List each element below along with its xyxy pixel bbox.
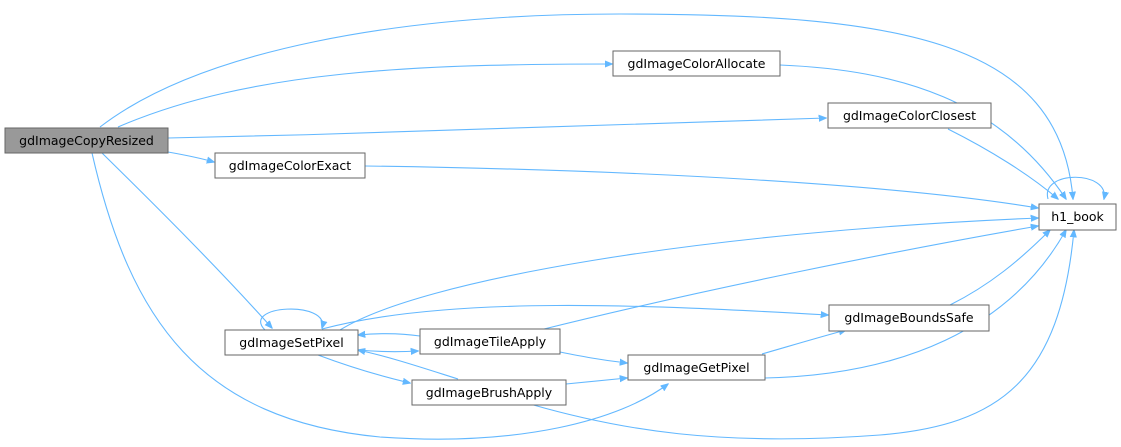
node-label: gdImageBoundsSafe bbox=[844, 310, 974, 325]
edge-copyresized-to-getpixel bbox=[91, 152, 668, 440]
node-gdimagecolorclosest[interactable]: gdImageColorClosest bbox=[827, 102, 992, 129]
edge-brushapply-to-setpixel bbox=[358, 350, 459, 380]
node-gdimagesetpixel[interactable]: gdImageSetPixel bbox=[224, 329, 359, 356]
edge-setpixel-to-brushapply bbox=[317, 354, 410, 383]
edge-copyresized-to-h1book bbox=[99, 13, 1073, 199]
node-gdimageboundssafe[interactable]: gdImageBoundsSafe bbox=[828, 304, 990, 332]
node-label: gdImageColorAllocate bbox=[628, 56, 766, 71]
edge-colorexact-to-h1book bbox=[364, 165, 1038, 208]
graph-edges bbox=[91, 13, 1104, 440]
node-label: gdImageSetPixel bbox=[239, 335, 343, 350]
edge-setpixel-to-tileapply bbox=[357, 350, 418, 352]
node-gdimagecolorallocate[interactable]: gdImageColorAllocate bbox=[612, 50, 781, 77]
edge-getpixel-to-h1book bbox=[764, 230, 1066, 379]
graph-nodes: gdImageCopyResized gdImageColorAllocate … bbox=[4, 50, 1117, 406]
node-gdimagegetpixel[interactable]: gdImageGetPixel bbox=[627, 354, 766, 381]
node-label: gdImageColorExact bbox=[229, 158, 351, 173]
edge-boundssafe-to-h1book bbox=[949, 230, 1050, 306]
node-label: gdImageGetPixel bbox=[643, 360, 749, 375]
edge-brushapply-to-h1book bbox=[529, 230, 1074, 440]
edge-setpixel-to-boundssafe bbox=[321, 304, 828, 330]
edge-copyresized-to-colorallocate bbox=[117, 64, 612, 128]
edge-setpixel-self bbox=[260, 308, 323, 331]
node-label: gdImageColorClosest bbox=[843, 108, 976, 123]
node-label: gdImageCopyResized bbox=[19, 133, 154, 148]
edge-h1book-self bbox=[1046, 176, 1104, 199]
node-gdimagetileapply[interactable]: gdImageTileApply bbox=[419, 328, 561, 355]
edge-copyresized-to-colorclosest bbox=[167, 118, 826, 139]
edge-brushapply-to-getpixel bbox=[565, 378, 627, 385]
edge-colorclosest-to-h1book bbox=[947, 128, 1058, 199]
node-h1-book[interactable]: h1_book bbox=[1038, 203, 1117, 231]
node-gdimagebrushapply[interactable]: gdImageBrushApply bbox=[411, 379, 567, 406]
edge-getpixel-to-boundssafe bbox=[761, 330, 846, 355]
edge-setpixel-to-h1book bbox=[339, 218, 1038, 331]
node-label: gdImageBrushApply bbox=[426, 385, 553, 400]
node-gdimagecopyresized[interactable]: gdImageCopyResized bbox=[4, 127, 169, 154]
edge-tileapply-to-h1book bbox=[539, 226, 1038, 331]
edge-tileapply-to-setpixel bbox=[358, 334, 421, 336]
edge-tileapply-to-getpixel bbox=[559, 351, 627, 363]
node-label: h1_book bbox=[1051, 209, 1104, 224]
edge-copyresized-to-setpixel bbox=[101, 152, 272, 328]
node-gdimagecolorexact[interactable]: gdImageColorExact bbox=[214, 152, 366, 179]
edge-copyresized-to-colorexact bbox=[167, 151, 214, 162]
node-label: gdImageTileApply bbox=[434, 334, 547, 349]
edge-colorallocate-to-h1book bbox=[779, 64, 1066, 199]
